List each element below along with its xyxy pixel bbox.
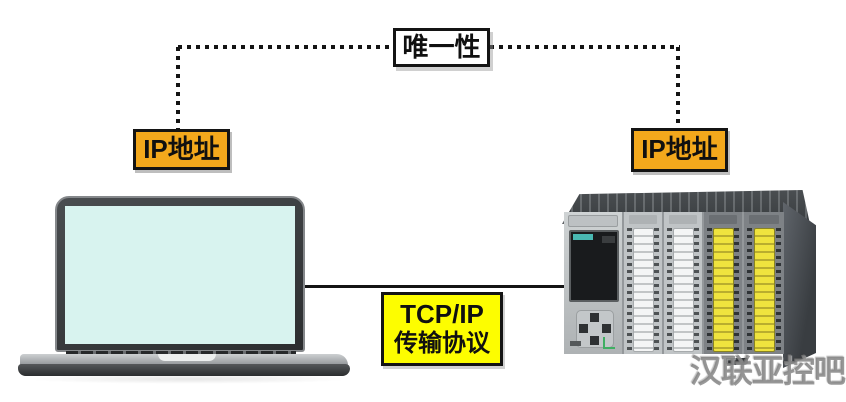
plc-module-terminals: [624, 228, 662, 352]
dashed-connector-left-horizontal: [178, 45, 393, 49]
plc-led-column: [654, 228, 659, 352]
plc-terminal-strip-yellow: [753, 228, 775, 352]
plc-io-module-white-1: [624, 212, 664, 354]
watermark-text: 汉联亚控吧: [690, 353, 846, 389]
plc-io-module-yellow-2: [744, 212, 784, 354]
dashed-connector-left-vertical: [176, 47, 180, 130]
plc-module-label: [629, 215, 657, 224]
plc-module-terminals: [744, 228, 784, 352]
network-connection-line: [296, 285, 572, 288]
dashed-connector-right-vertical: [676, 47, 680, 128]
keypad-left-button: [579, 324, 588, 333]
plc-module-terminals: [704, 228, 742, 352]
laptop-screen: [65, 206, 295, 344]
uniqueness-label-box: 唯一性: [393, 28, 490, 67]
tcpip-protocol-label-box: TCP/IP 传输协议: [381, 292, 503, 366]
ip-address-text-left: IP地址: [143, 133, 220, 164]
laptop-screen-bezel: [55, 196, 305, 352]
plc-terminal-strip-white: [632, 228, 654, 352]
plc-led-column: [707, 228, 712, 352]
tcpip-protocol-line1: TCP/IP: [400, 299, 484, 330]
plc-front-face: [564, 212, 784, 354]
tcpip-protocol-line2: 传输协议: [394, 330, 490, 358]
laptop-base: [18, 364, 350, 376]
plc-terminal-strip-yellow: [712, 228, 734, 352]
plc-mounting-foot: [726, 358, 748, 365]
plc-cpu-module: [564, 212, 624, 354]
ip-address-label-right: IP地址: [631, 128, 728, 172]
plc-io-module-white-2: [664, 212, 704, 354]
plc-led-column: [747, 228, 752, 352]
plc-module-terminals: [664, 228, 702, 352]
laptop-ground-shadow: [24, 374, 354, 384]
keypad-up-button: [590, 313, 599, 322]
plc-display-model-chip: [602, 236, 615, 243]
plc-controller: [556, 190, 818, 374]
laptop-trackpad-notch: [158, 354, 216, 361]
plc-cpu-display: [569, 230, 619, 302]
plc-module-label: [749, 215, 779, 224]
ip-address-label-left: IP地址: [133, 129, 230, 170]
plc-module-label: [709, 215, 737, 224]
keypad-right-button: [602, 324, 611, 333]
plc-cpu-tag: [570, 341, 581, 346]
dashed-connector-right-horizontal: [490, 45, 680, 49]
plc-green-mark: [603, 337, 615, 349]
uniqueness-label: 唯一性: [402, 31, 481, 62]
plc-led-column: [627, 228, 632, 352]
plc-terminal-strip-white: [672, 228, 694, 352]
plc-side-panel: [783, 202, 816, 368]
ip-address-text-right: IP地址: [641, 134, 718, 165]
plc-cpu-keypad: [576, 310, 614, 348]
plc-led-column: [694, 228, 699, 352]
plc-cpu-label-strip: [568, 215, 618, 227]
plc-led-column: [734, 228, 739, 352]
plc-led-column: [776, 228, 781, 352]
plc-module-label: [669, 215, 697, 224]
plc-io-module-yellow-1: [704, 212, 744, 354]
keypad-down-button: [590, 336, 599, 345]
plc-led-column: [667, 228, 672, 352]
siemens-brand-chip: [573, 234, 593, 240]
laptop: [18, 194, 354, 384]
